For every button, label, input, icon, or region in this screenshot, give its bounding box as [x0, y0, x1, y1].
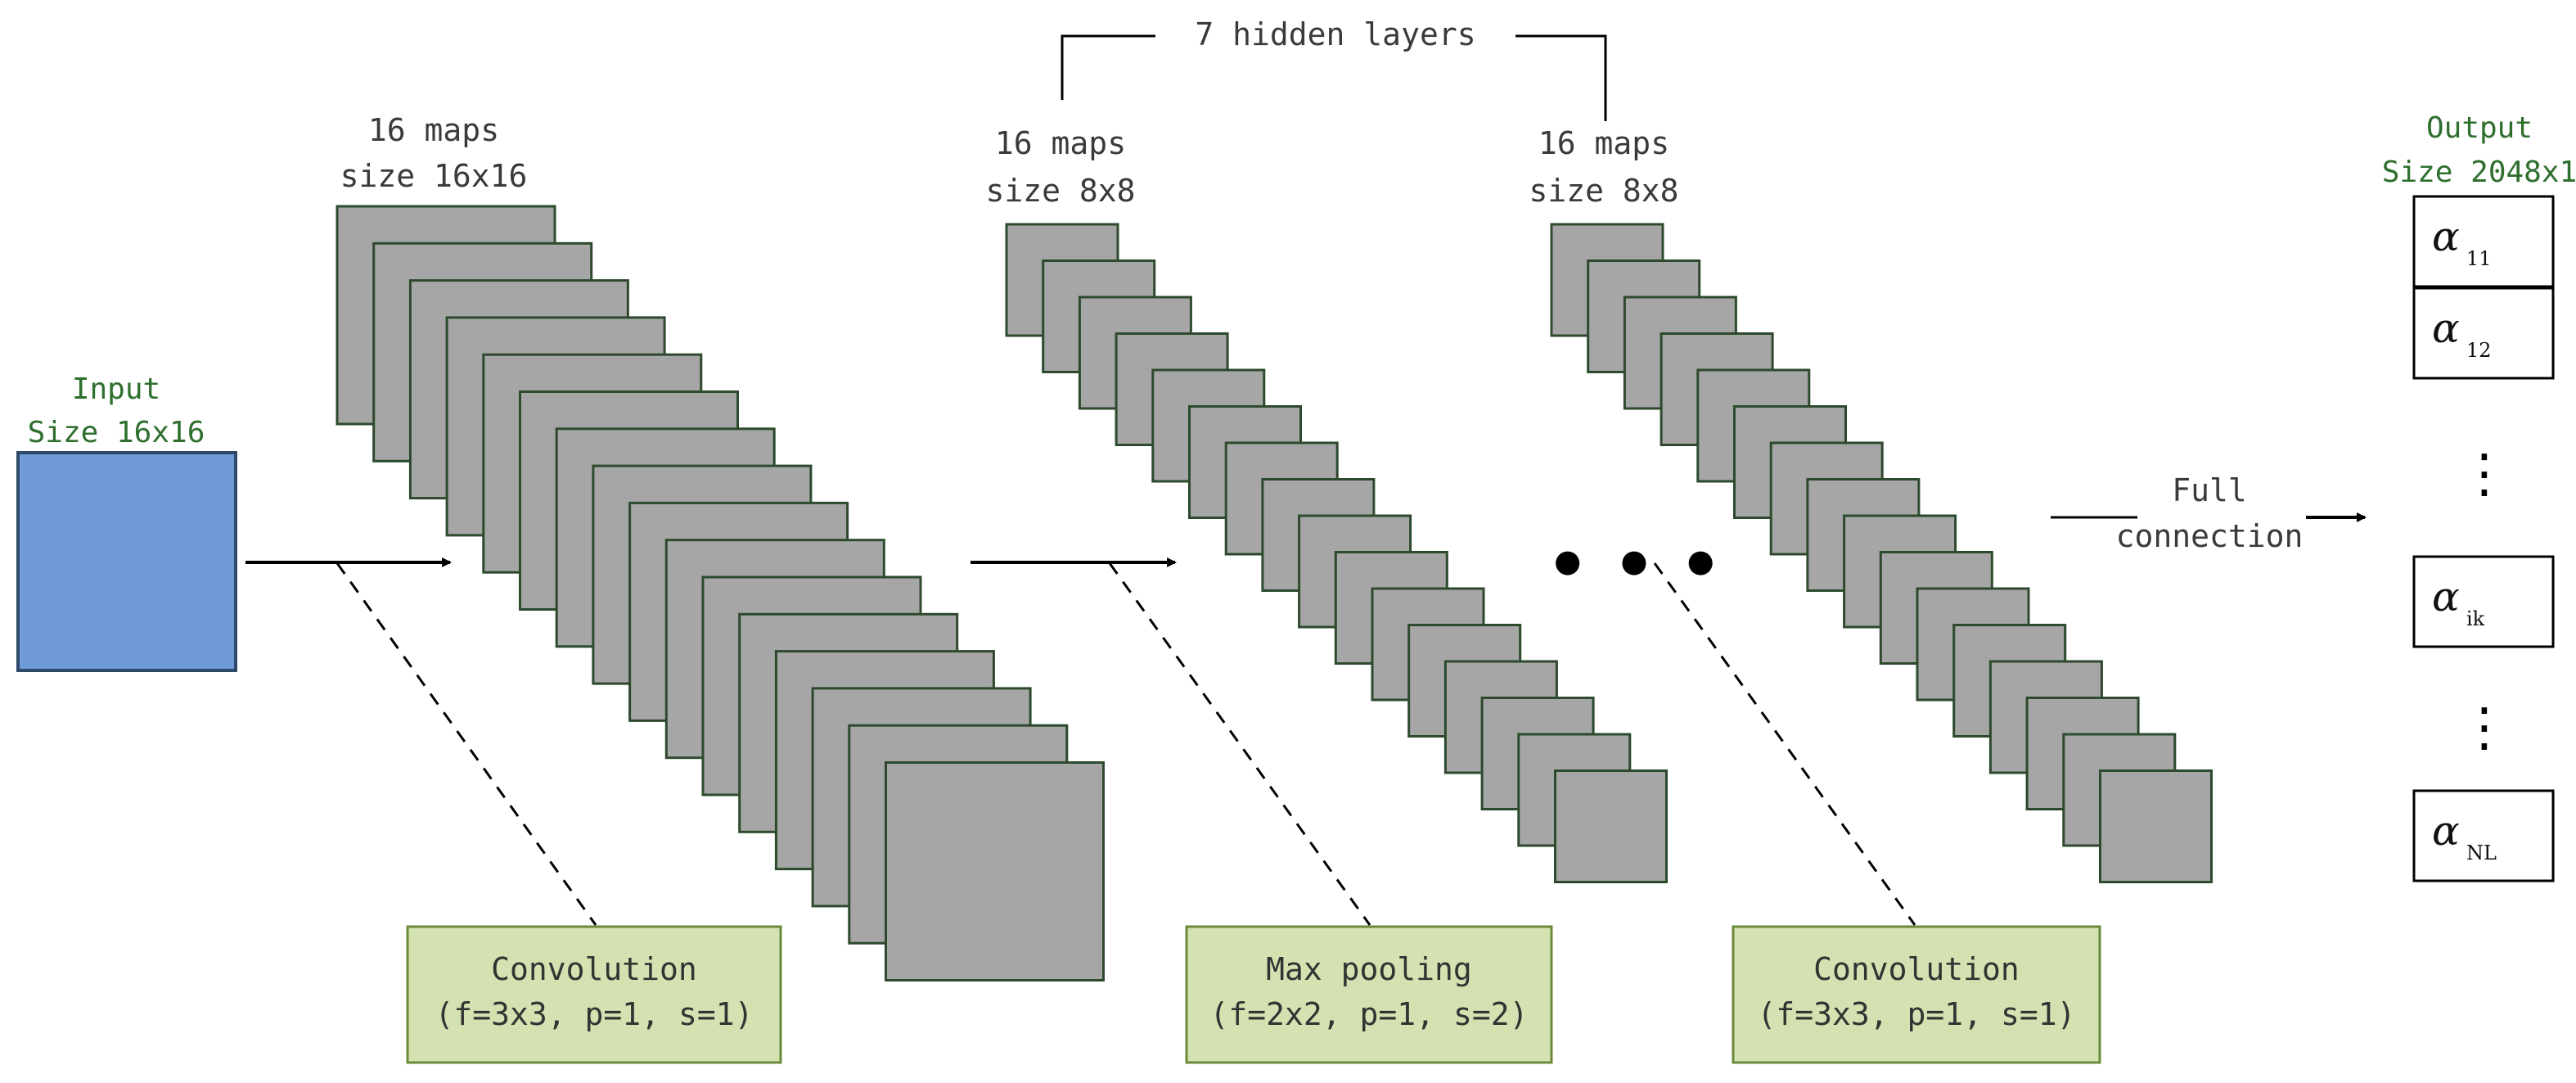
- max-pooling-params: (f=2x2, p=1, s=2): [1210, 996, 1529, 1032]
- pool-feature-map-16: [1554, 769, 1668, 883]
- convolution-2-title: Convolution: [1813, 951, 2020, 987]
- convolution-1-title: Convolution: [491, 951, 697, 987]
- ellipsis-dots: ● ● ●: [1554, 543, 1729, 579]
- conv2-dashed-connector: [1653, 562, 1916, 926]
- output-cell-ik-symbol: α: [2432, 573, 2460, 620]
- conv2-maps-label: 16 maps: [1538, 125, 1669, 161]
- pool-feature-map-stack: [1005, 223, 1668, 883]
- output-cell-12-symbol: α: [2432, 305, 2460, 352]
- conv1-dashed-connector: [336, 562, 597, 926]
- output-cell-11-symbol: α: [2432, 213, 2460, 260]
- input-map: [16, 451, 237, 672]
- output-cell-11-subscript: 11: [2466, 247, 2492, 270]
- max-pooling-title: Max pooling: [1266, 951, 1472, 987]
- conv1-feature-map-16: [885, 761, 1105, 981]
- output-cell-nl: [2412, 789, 2555, 882]
- pool-dashed-connector: [1108, 562, 1371, 926]
- output-cell-12: [2412, 287, 2555, 380]
- output-size-label: Size 2048x1: [2382, 156, 2576, 189]
- conv1-maps-label: 16 maps: [368, 112, 499, 148]
- full-connection-label-line1: Full: [2172, 472, 2247, 508]
- hidden-layers-label: 7 hidden layers: [1195, 16, 1475, 52]
- conv1-feature-map-stack: [336, 205, 1105, 981]
- hidden-layers-bracket-right: [1515, 34, 1607, 121]
- output-cell-nl-subscript: NL: [2466, 842, 2497, 864]
- pool-maps-label: 16 maps: [995, 125, 1126, 161]
- conv2-feature-map-stack: [1550, 223, 2213, 883]
- output-cell-11: [2412, 195, 2555, 288]
- output-vertical-dots-upper: ⋮: [2458, 444, 2511, 504]
- output-cell-ik-subscript: ik: [2466, 607, 2485, 630]
- convolution-2-box: [1732, 925, 2101, 1064]
- hidden-layers-bracket-left: [1061, 34, 1155, 100]
- max-pooling-box: [1185, 925, 1553, 1064]
- convolution-1-params: (f=3x3, p=1, s=1): [435, 996, 754, 1032]
- input-title: Input: [72, 372, 160, 406]
- full-connection-label-line2: connection: [2116, 518, 2304, 554]
- convolution-1-box: [406, 925, 782, 1064]
- output-vertical-dots-lower: ⋮: [2458, 697, 2511, 758]
- conv1-size-label: size 16x16: [340, 158, 528, 194]
- conv2-size-label: size 8x8: [1529, 173, 1678, 209]
- convolution-2-params: (f=3x3, p=1, s=1): [1758, 996, 2076, 1032]
- input-size-label: Size 16x16: [28, 416, 205, 449]
- output-cell-12-subscript: 12: [2466, 339, 2492, 362]
- output-title: Output: [2426, 111, 2533, 145]
- conv2-feature-map-16: [2099, 769, 2213, 883]
- output-cell-ik: [2412, 555, 2555, 648]
- output-cell-nl-symbol: α: [2432, 807, 2460, 855]
- pool-size-label: size 8x8: [985, 173, 1135, 209]
